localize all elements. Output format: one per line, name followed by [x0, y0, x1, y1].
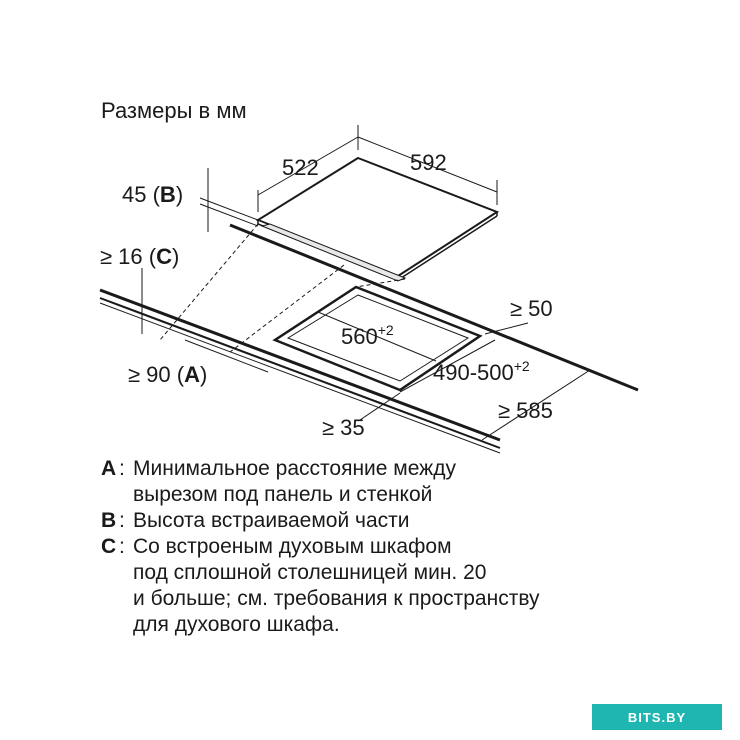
hob-panel — [255, 156, 500, 282]
worktop — [99, 288, 501, 454]
cutout — [272, 285, 483, 392]
dimension-height: 45 (B) — [122, 168, 259, 232]
clear-back-label: ≥ 50 — [510, 296, 553, 321]
legend-text: Высота встраиваемой части — [133, 509, 410, 532]
worktop-depth-label: ≥ 585 — [498, 398, 553, 423]
clear-top-label: ≥ 16 (C) — [100, 244, 179, 269]
dimension-width: 592 — [357, 136, 498, 205]
legend: A:Минимальное расстояние между вырезом п… — [101, 456, 701, 638]
dimension-cutout-width: 560+2 — [317, 311, 437, 362]
cutout-width-label: 560+2 — [341, 322, 394, 349]
clear-side-label: ≥ 35 — [322, 415, 365, 440]
height-label: 45 (B) — [122, 182, 183, 207]
legend-key: A — [101, 457, 117, 480]
dimension-clear-back: ≥ 50 — [484, 296, 553, 335]
legend-key: B — [101, 509, 117, 532]
cutout-depth-label: 490-500+2 — [433, 358, 530, 385]
dimension-clear-top: ≥ 16 (C) — [100, 244, 179, 334]
watermark-logo: BITS.BY — [592, 704, 722, 730]
legend-key: C — [101, 535, 117, 558]
legend-text: Со встроеным духовым шкафом под сплошной… — [133, 535, 540, 636]
clear-front-label: ≥ 90 (A) — [128, 362, 207, 387]
dimension-cutout-depth: 490-500+2 — [399, 339, 530, 393]
legend-text: Минимальное расстояние между вырезом под… — [133, 457, 456, 506]
width-label: 592 — [410, 150, 447, 175]
dimension-depth: 522 — [257, 125, 359, 212]
dimension-worktop-depth: ≥ 585 — [481, 369, 591, 441]
diagram-title: Размеры в мм — [101, 98, 247, 123]
legend-item-b: B:Высота встраиваемой части — [101, 508, 701, 534]
projection-line — [159, 223, 259, 341]
projection-line — [355, 278, 406, 288]
projection-line — [229, 264, 345, 353]
depth-label: 522 — [282, 155, 319, 180]
dimension-clear-side: ≥ 35 — [322, 392, 401, 440]
wall-line — [229, 223, 639, 392]
dimension-clear-front: ≥ 90 (A) — [128, 339, 269, 387]
legend-item-c: C:Со встроеным духовым шкафом под сплошн… — [101, 534, 701, 638]
legend-item-a: A:Минимальное расстояние между вырезом п… — [101, 456, 701, 508]
